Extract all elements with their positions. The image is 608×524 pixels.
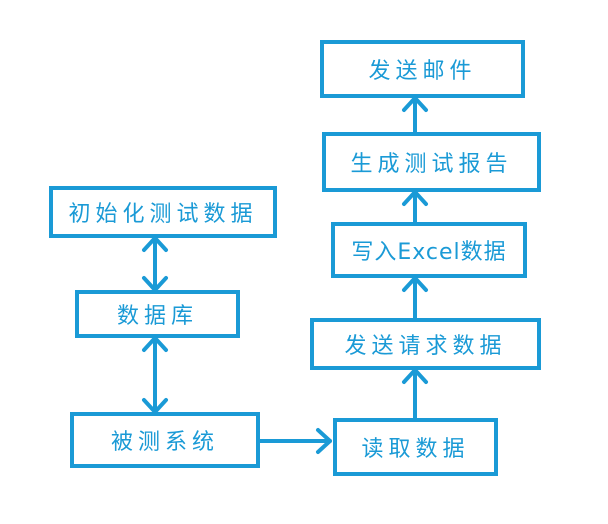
arrowhead-up-excel — [402, 276, 428, 292]
node-generate-report-label: 生成测试报告 — [350, 152, 513, 177]
node-write-excel-label: 写入Excel数据 — [351, 240, 507, 265]
node-generate-report: 生成测试报告 — [322, 132, 541, 192]
arrowhead-up-email — [402, 96, 428, 112]
node-system-under-test: 被测系统 — [70, 412, 260, 468]
node-send-email-label: 发送邮件 — [368, 59, 477, 84]
node-system-under-test-label: 被测系统 — [110, 430, 219, 455]
node-init-data-label: 初始化测试数据 — [68, 202, 258, 227]
node-send-request-label: 发送请求数据 — [344, 334, 507, 359]
arrowhead-up-database — [142, 336, 168, 352]
arrowhead-up-report — [402, 190, 428, 206]
node-write-excel: 写入Excel数据 — [331, 222, 527, 278]
arrowhead-up-send-request — [402, 368, 428, 384]
node-send-request: 发送请求数据 — [310, 318, 541, 370]
node-read-data-label: 读取数据 — [361, 437, 470, 462]
node-database: 数据库 — [75, 290, 240, 338]
arrowhead-up-init — [142, 236, 168, 252]
node-send-email: 发送邮件 — [320, 40, 525, 98]
node-read-data: 读取数据 — [333, 418, 498, 476]
node-init-data: 初始化测试数据 — [49, 186, 277, 238]
arrowhead-right-read — [316, 428, 332, 454]
node-database-label: 数据库 — [116, 304, 198, 329]
